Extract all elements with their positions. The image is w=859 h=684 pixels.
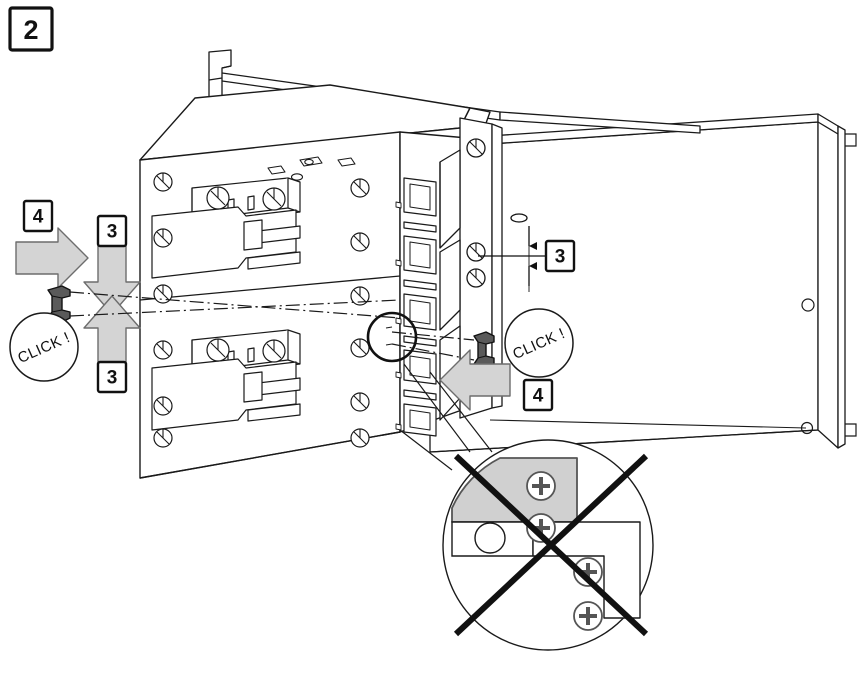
left-insert-label: 4 xyxy=(33,207,44,228)
left-squeeze-up-arrow xyxy=(83,295,141,371)
right-insert-label-box: 4 xyxy=(522,378,554,412)
panel-edge-slots xyxy=(845,133,857,437)
left-click-indicator: CLICK ! xyxy=(9,312,79,382)
left-squeeze-bottom-label: 3 xyxy=(107,368,118,389)
module-split-line xyxy=(139,275,401,301)
screw-icon xyxy=(573,601,603,631)
screw-icon xyxy=(526,471,556,501)
right-insert-label: 4 xyxy=(533,386,544,407)
right-dimension-callout xyxy=(478,213,546,292)
panel-leader-line xyxy=(489,419,807,429)
left-insert-label-box: 4 xyxy=(22,199,54,233)
left-leader-lines xyxy=(69,291,401,319)
top-deck-features xyxy=(267,156,356,181)
right-clip-part xyxy=(473,331,495,369)
left-clip-part xyxy=(47,285,71,323)
right-dimension-label: 3 xyxy=(555,247,566,268)
tab-hole xyxy=(474,522,506,554)
left-squeeze-down-arrow xyxy=(83,239,141,315)
right-insert-arrow xyxy=(439,349,511,411)
step-number-label: 2 xyxy=(23,15,38,45)
detail-screws xyxy=(526,471,603,631)
detail-marker-circle xyxy=(366,311,418,363)
step-number-box: 2 xyxy=(8,6,54,52)
left-squeeze-top-label: 3 xyxy=(107,222,118,243)
front-face-screws xyxy=(153,172,370,448)
incorrect-cross-mark xyxy=(453,453,649,637)
detail-marker-inner xyxy=(385,326,393,346)
right-dimension-label-box: 3 xyxy=(544,239,576,273)
right-leader-lines xyxy=(391,331,475,361)
right-click-indicator: CLICK ! xyxy=(504,308,574,378)
left-squeeze-top-label-box: 3 xyxy=(96,214,128,248)
incorrect-mounting-detail xyxy=(442,439,654,651)
left-squeeze-bottom-label-box: 3 xyxy=(96,360,128,394)
detail-leader-lines xyxy=(399,363,493,471)
left-insert-arrow xyxy=(15,227,89,289)
